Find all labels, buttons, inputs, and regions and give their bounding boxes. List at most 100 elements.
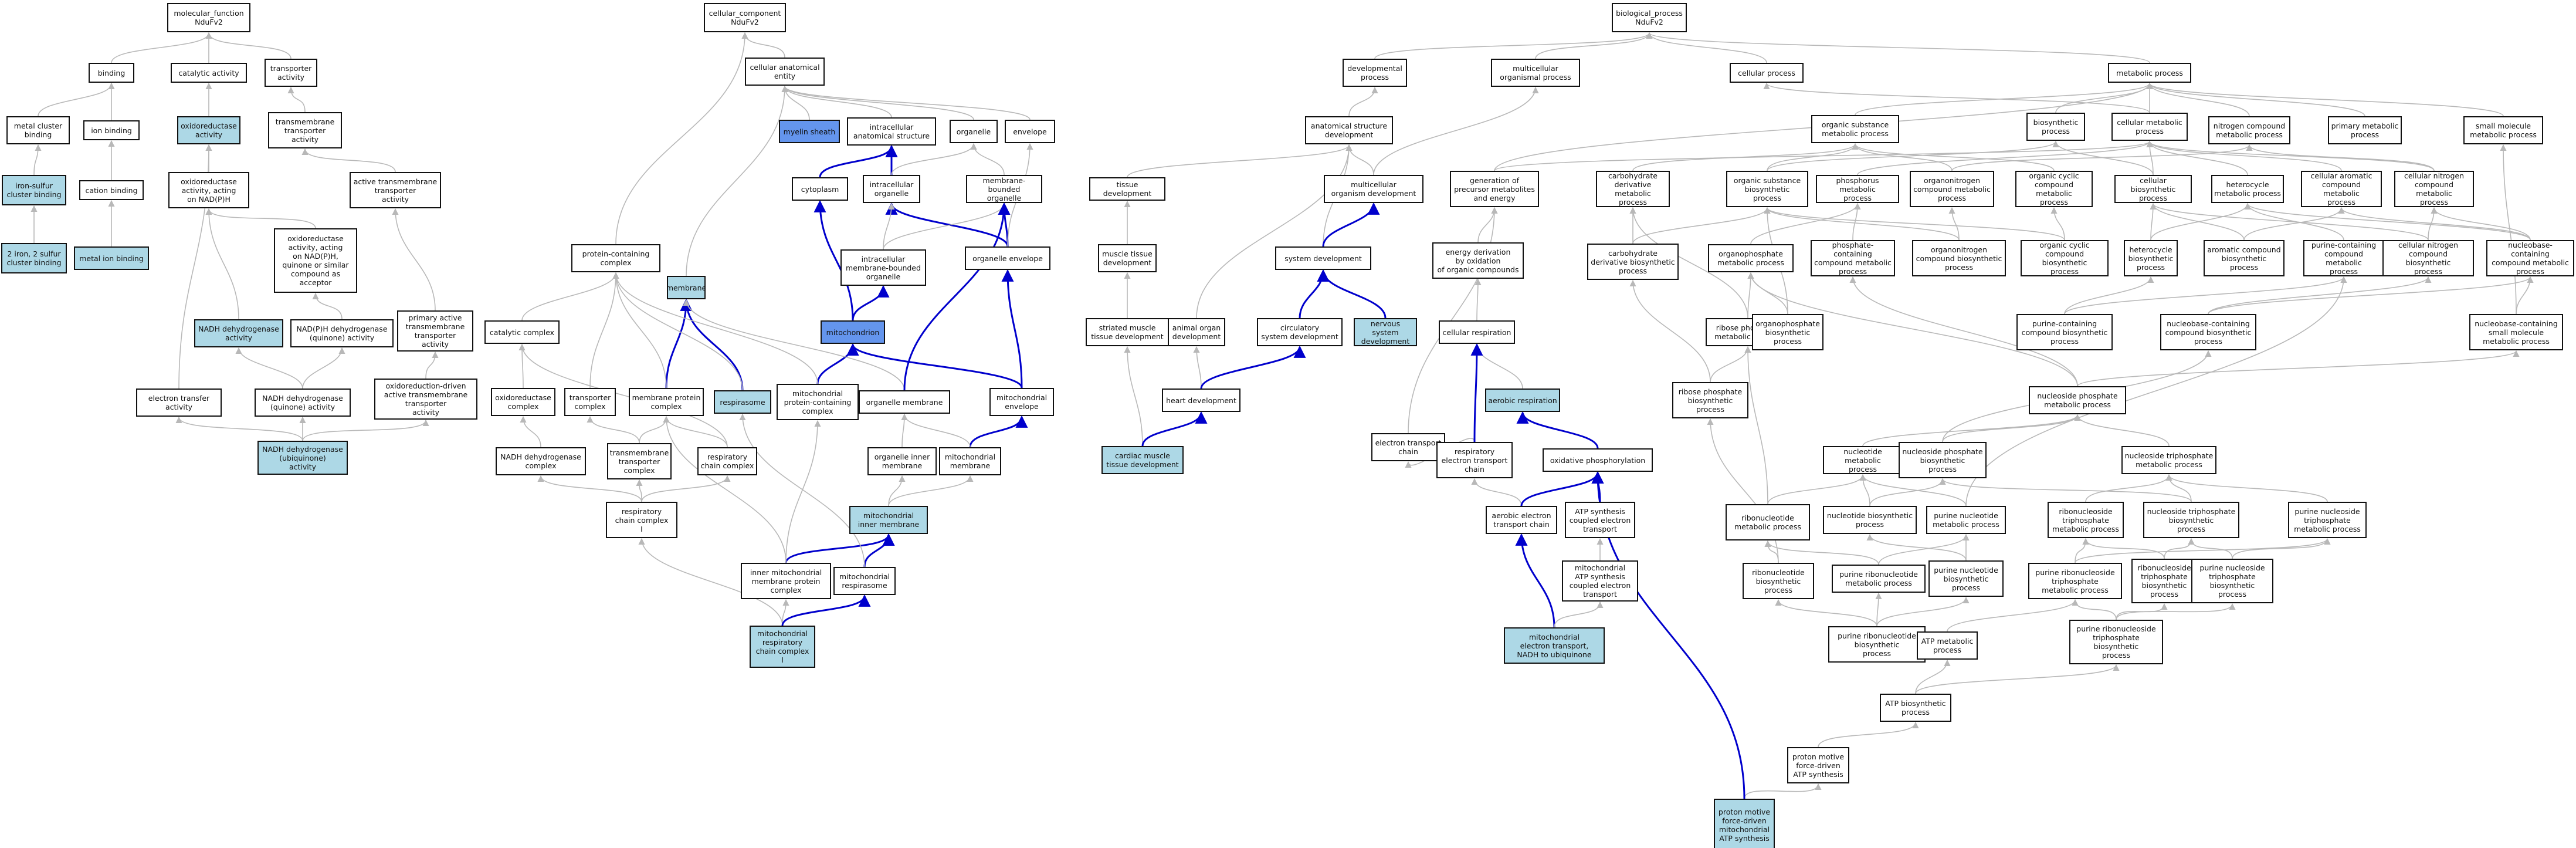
go-term-node-metionb[interactable]: metal ion binding (74, 246, 149, 270)
go-term-node-hetmp[interactable]: heterocycle metabolic process (2211, 175, 2284, 203)
go-term-node-metnadh[interactable]: mitochondrial electron transport, NADH t… (1504, 627, 1605, 664)
go-term-node-binding[interactable]: binding (89, 63, 134, 83)
go-term-node-pccmp[interactable]: phosphate-containing compound metabolic … (1811, 240, 1895, 276)
go-term-node-sysdev[interactable]: system development (1275, 246, 1371, 270)
go-term-node-circdev[interactable]: circulatory system development (1257, 318, 1343, 346)
go-term-node-nucmp[interactable]: nucleotide metabolic process (1823, 446, 1903, 474)
go-term-node-intraorg[interactable]: intracellular organelle (863, 175, 920, 203)
go-term-node-opbp[interactable]: organophosphate biosynthetic process (1752, 314, 1823, 350)
go-term-node-nadhubi[interactable]: NADH dehydrogenase (ubiquinone) activity (257, 441, 348, 475)
go-term-node-primact[interactable]: primary active transmembrane transporter… (397, 310, 473, 352)
go-term-node-mitopc[interactable]: mitochondrial protein-containing complex (777, 384, 859, 420)
go-term-node-catact[interactable]: catalytic activity (171, 63, 247, 83)
go-term-node-ionb[interactable]: ion binding (83, 120, 140, 140)
go-term-node-matpsyn[interactable]: mitochondrial ATP synthesis coupled elec… (1562, 560, 1638, 602)
go-term-node-ocbp[interactable]: organic cyclic compound biosynthetic pro… (2021, 240, 2109, 276)
go-term-node-oxphos[interactable]: oxidative phosphorylation (1543, 448, 1653, 472)
go-term-node-oxnadph[interactable]: oxidoreductase activity, acting on NAD(P… (168, 172, 249, 208)
go-term-node-heartdev[interactable]: heart development (1162, 388, 1240, 412)
go-term-node-rpbp[interactable]: ribose phosphate biosynthetic process (1672, 382, 1748, 418)
go-term-node-mito[interactable]: mitochondrion (821, 320, 885, 344)
go-term-node-nadhcomp[interactable]: NADH dehydrogenase complex (496, 447, 586, 475)
go-term-node-nadhq[interactable]: NADH dehydrogenase (quinone) activity (255, 388, 351, 417)
go-term-node-catcomp[interactable]: catalytic complex (484, 320, 560, 344)
go-term-node-cncbp[interactable]: cellular nitrogen compound biosynthetic … (2382, 240, 2474, 276)
go-term-node-cellresp[interactable]: cellular respiration (1439, 320, 1515, 344)
go-term-node-pcmp[interactable]: purine-containing compound metabolic pro… (2303, 240, 2384, 276)
go-term-node-intraas[interactable]: intracellular anatomical structure (847, 117, 936, 146)
go-term-node-phosmp[interactable]: phosphorus metabolic process (1816, 175, 1899, 203)
go-term-node-organelle[interactable]: organelle (950, 120, 998, 143)
go-term-node-atpbp[interactable]: ATP biosynthetic process (1880, 694, 1951, 722)
go-term-node-oxquin[interactable]: oxidoreductase activity, acting on NAD(P… (274, 228, 357, 293)
go-term-node-metproc[interactable]: metabolic process (2108, 63, 2191, 83)
go-term-node-retc[interactable]: respiratory electron transport chain (1436, 442, 1513, 478)
go-term-node-prntpmp[interactable]: purine ribonucleoside triphosphate metab… (2028, 563, 2122, 599)
go-term-node-ntpbp[interactable]: nucleoside triphosphate biosynthetic pro… (2143, 502, 2239, 538)
go-term-node-mim[interactable]: mitochondrial inner membrane (849, 506, 928, 534)
go-term-node-cdmp[interactable]: carbohydrate derivative metabolic proces… (1596, 171, 1670, 207)
go-term-node-cc[interactable]: cellular_component NduFv2 (704, 3, 786, 32)
go-term-node-nadhdh[interactable]: NADH dehydrogenase activity (194, 319, 283, 347)
go-term-node-npmp[interactable]: nucleoside phosphate metabolic process (2029, 386, 2126, 414)
go-term-node-aodev[interactable]: animal organ development (1168, 318, 1225, 346)
go-term-node-rnbp[interactable]: ribonucleotide biosynthetic process (1743, 563, 1814, 599)
go-term-node-mf[interactable]: molecular_function NduFv2 (167, 3, 250, 32)
go-term-node-pnmp[interactable]: purine nucleotide metabolic process (1926, 506, 2006, 534)
go-term-node-tmtcomp[interactable]: transmembrane transporter complex (607, 443, 672, 479)
go-term-node-multorg[interactable]: multicellular organismal process (1491, 59, 1580, 87)
go-term-node-osbp[interactable]: organic substance biosynthetic process (1726, 171, 1808, 207)
go-term-node-camp[interactable]: cellular aromatic compound metabolic pro… (2301, 171, 2382, 207)
go-term-node-osmp[interactable]: organic substance metabolic process (1811, 115, 1899, 143)
go-term-node-mpc[interactable]: membrane protein complex (629, 388, 704, 416)
go-term-node-asdev[interactable]: anatomical structure development (1305, 116, 1393, 144)
go-term-node-multdev[interactable]: multicellular organism development (1324, 175, 1423, 203)
go-term-node-prntpbp[interactable]: purine ribonucleoside triphosphate biosy… (2069, 620, 2163, 664)
go-term-node-ncmp[interactable]: nitrogen compound metabolic process (2208, 116, 2290, 144)
go-term-node-fe2s2[interactable]: 2 iron, 2 sulfur cluster binding (1, 243, 67, 273)
go-term-node-transact[interactable]: transporter activity (265, 59, 317, 87)
go-term-node-prnmp[interactable]: purine ribonucleotide metabolic process (1832, 565, 1926, 593)
go-term-node-cellproc[interactable]: cellular process (1730, 63, 1804, 83)
go-term-node-cmtdev[interactable]: cardiac muscle tissue development (1101, 446, 1184, 474)
go-term-node-pmfatp[interactable]: proton motive force-driven ATP synthesis (1787, 747, 1849, 783)
go-term-node-oim[interactable]: organelle inner membrane (867, 447, 937, 475)
go-term-node-immpc[interactable]: inner mitochondrial membrane protein com… (741, 563, 831, 599)
go-term-node-orgmem[interactable]: organelle membrane (859, 390, 950, 414)
go-term-node-npbp[interactable]: nucleoside phosphate biosynthetic proces… (1899, 442, 1987, 478)
go-term-node-nbsmmp[interactable]: nucleobase-containing small molecule met… (2469, 314, 2563, 350)
go-term-node-nbcmp[interactable]: nucleobase-containing compound metabolic… (2486, 240, 2574, 276)
go-term-node-hetbp[interactable]: heterocycle biosynthetic process (2124, 240, 2178, 276)
go-term-node-bp[interactable]: biological_process NduFv2 (1612, 3, 1687, 32)
go-term-node-transcomp[interactable]: transporter complex (564, 388, 616, 416)
go-term-node-mitomem[interactable]: mitochondrial membrane (939, 447, 1001, 475)
go-term-node-atpsyn[interactable]: ATP synthesis coupled electron transport (1565, 502, 1635, 538)
go-term-node-onmp[interactable]: organonitrogen compound metabolic proces… (1910, 171, 1994, 207)
go-term-node-energy[interactable]: energy derivation by oxidation of organi… (1432, 242, 1524, 279)
go-term-node-mtdev[interactable]: muscle tissue development (1098, 244, 1157, 272)
go-term-node-pntpmp[interactable]: purine nucleoside triphosphate metabolic… (2288, 502, 2367, 538)
go-term-node-acbp[interactable]: aromatic compound biosynthetic process (2204, 240, 2284, 276)
go-term-node-mitoresp[interactable]: mitochondrial respirasome (833, 567, 896, 595)
go-term-node-rcc[interactable]: respiratory chain complex (697, 447, 757, 475)
go-term-node-biosyn[interactable]: biosynthetic process (2026, 113, 2085, 141)
go-term-node-mbo[interactable]: membrane-bounded organelle (966, 175, 1042, 203)
go-term-node-onbp[interactable]: organonitrogen compound biosynthetic pro… (1912, 240, 2006, 276)
go-term-node-nbcbp[interactable]: nucleobase-containing compound biosynthe… (2160, 314, 2256, 350)
go-term-node-nadphq[interactable]: NAD(P)H dehydrogenase (quinone) activity (290, 319, 394, 347)
go-term-node-etact[interactable]: electron transfer activity (136, 388, 222, 417)
go-term-node-aerresp[interactable]: aerobic respiration (1485, 388, 1560, 412)
go-term-node-cytoplasm[interactable]: cytoplasm (792, 177, 848, 201)
go-term-node-cdbp[interactable]: carbohydrate derivative biosynthetic pro… (1587, 244, 1679, 280)
go-term-node-rntpbp[interactable]: ribonucleoside triphosphate biosynthetic… (2131, 559, 2197, 603)
go-term-node-pnbp[interactable]: purine nucleotide biosynthetic process (1928, 560, 2004, 597)
go-term-node-cae[interactable]: cellular anatomical entity (745, 58, 825, 86)
go-term-node-atpmp[interactable]: ATP metabolic process (1917, 631, 1978, 660)
go-term-node-pcbp[interactable]: purine-containing compound biosynthetic … (2016, 314, 2113, 350)
go-term-node-ocmp[interactable]: organic cyclic compound metabolic proces… (2015, 171, 2093, 207)
go-term-node-rnmp[interactable]: ribonucleotide metabolic process (1726, 504, 1810, 540)
go-term-node-rcc1[interactable]: respiratory chain complex I (606, 502, 677, 538)
go-term-node-membrane[interactable]: membrane (667, 276, 706, 299)
go-term-node-metclus[interactable]: metal cluster binding (6, 116, 70, 144)
go-term-node-cbp[interactable]: cellular biosynthetic process (2114, 175, 2192, 203)
